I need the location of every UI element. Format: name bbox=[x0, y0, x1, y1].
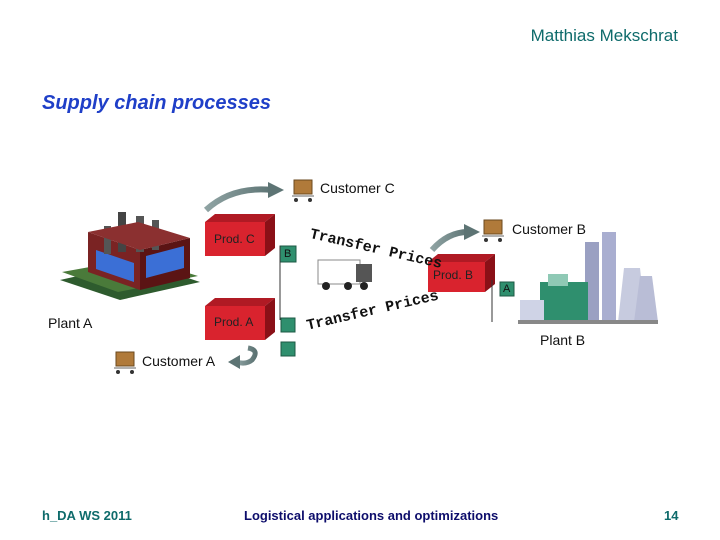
arrowhead-icon bbox=[268, 182, 284, 198]
arrowhead-icon bbox=[228, 355, 240, 369]
curved-arrow-to-customer-a bbox=[235, 345, 258, 366]
page-number: 14 bbox=[664, 508, 679, 523]
plant-b-label: Plant B bbox=[540, 332, 586, 348]
box-b-label: B bbox=[284, 248, 292, 260]
prod-c-label: Prod. C bbox=[214, 232, 255, 246]
factory-plant-a-icon bbox=[60, 212, 200, 300]
prod-b-label: Prod. B bbox=[433, 268, 474, 282]
plant-a-label: Plant A bbox=[48, 315, 93, 331]
arrowhead-icon bbox=[464, 224, 480, 240]
customer-b-label: Customer B bbox=[512, 221, 586, 237]
customer-a-label: Customer A bbox=[142, 353, 216, 369]
author-name: Matthias Mekschrat bbox=[530, 26, 678, 45]
small-box-a bbox=[491, 280, 515, 322]
small-box-b bbox=[279, 245, 297, 320]
prod-c-box bbox=[205, 214, 275, 256]
industrial-plant-b-icon bbox=[518, 232, 658, 324]
prod-b-box bbox=[428, 254, 495, 292]
small-box bbox=[280, 317, 296, 333]
slide-title: Supply chain processes bbox=[42, 92, 271, 114]
small-box bbox=[280, 341, 296, 357]
footer-center: Logistical applications and optimization… bbox=[244, 508, 499, 523]
curved-arrow-to-customer-b bbox=[429, 229, 469, 253]
box-a-label: A bbox=[503, 283, 511, 295]
cart-customer-a-icon bbox=[114, 351, 136, 374]
truck-icon bbox=[317, 259, 372, 290]
prod-a-label: Prod. A bbox=[214, 315, 254, 329]
footer-left: h_DA WS 2011 bbox=[42, 508, 132, 523]
customer-c-label: Customer C bbox=[320, 180, 395, 196]
cart-customer-c-icon bbox=[292, 179, 314, 202]
curved-arrow-to-customer-c bbox=[203, 186, 273, 213]
prod-a-box bbox=[205, 298, 275, 340]
cart-customer-b-icon bbox=[482, 219, 504, 242]
